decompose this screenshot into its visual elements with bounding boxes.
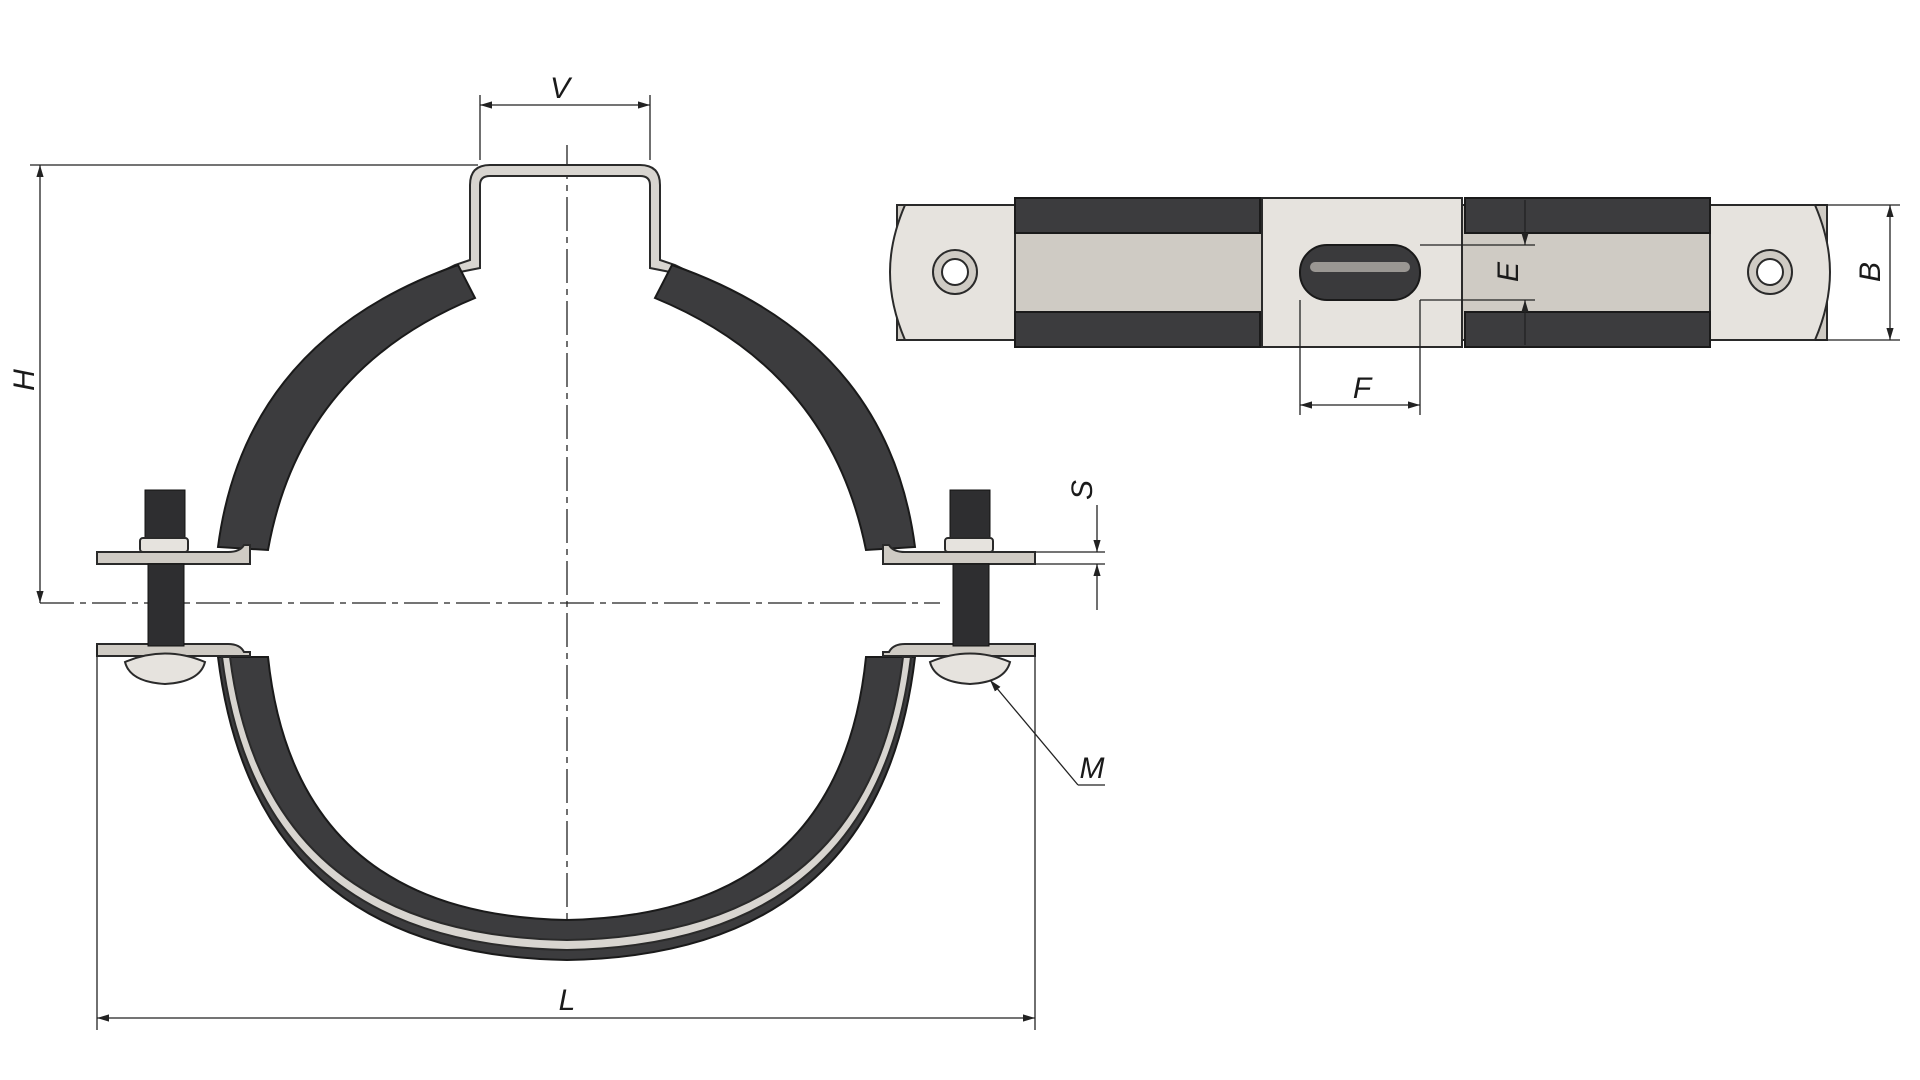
upper-left-rubber-liner (216, 263, 477, 552)
side-rubber-top-right (1464, 197, 1711, 234)
side-left-hole-inner (941, 258, 969, 286)
left-bolt-thread-lower (147, 563, 185, 647)
dimension-v-label: V (550, 72, 573, 105)
right-bolt (928, 489, 1012, 686)
left-bolt-head (123, 652, 207, 686)
side-slot-highlight (1310, 262, 1410, 272)
dimension-s: S (1035, 480, 1105, 610)
upper-right-rubber-liner (653, 263, 917, 552)
side-rubber-bottom-right (1464, 311, 1711, 348)
dimension-v: V (479, 72, 651, 160)
side-rubber-top-left (1014, 197, 1261, 234)
lower-clamp-half (96, 643, 1036, 962)
side-right-hole-inner (1756, 258, 1784, 286)
dimension-f-label: F (1353, 372, 1373, 405)
dimension-h-label: H (8, 369, 41, 391)
leader-m-label: M (1080, 752, 1105, 785)
right-bolt-nut (944, 537, 994, 553)
dimension-l: L (96, 645, 1036, 1030)
dimension-e-label: E (1492, 261, 1525, 282)
leader-m: M (989, 679, 1105, 786)
right-bolt-head (928, 652, 1012, 686)
dimension-h: H (8, 164, 478, 603)
dimension-b: B (1815, 204, 1900, 341)
lower-left-flange (96, 643, 251, 657)
right-bolt-thread-lower (952, 563, 990, 647)
dimension-b-label: B (1854, 262, 1887, 282)
side-view: E B F (888, 197, 1900, 415)
lower-right-flange (882, 643, 1036, 657)
left-bolt (123, 489, 207, 686)
left-bolt-nut (139, 537, 189, 553)
side-rubber-bottom-left (1014, 311, 1261, 348)
upper-left-flange (96, 544, 251, 565)
upper-right-flange (882, 544, 1036, 565)
side-slot (1299, 244, 1421, 301)
right-bolt-thread-upper (949, 489, 991, 541)
upper-clamp-half (96, 164, 1036, 565)
dimension-s-label: S (1066, 480, 1099, 500)
front-view: V H L S M (8, 72, 1105, 1030)
dimension-l-label: L (559, 984, 576, 1017)
dimension-f: F (1299, 300, 1421, 415)
left-bolt-thread-upper (144, 489, 186, 541)
dimension-e: E (1420, 200, 1535, 345)
